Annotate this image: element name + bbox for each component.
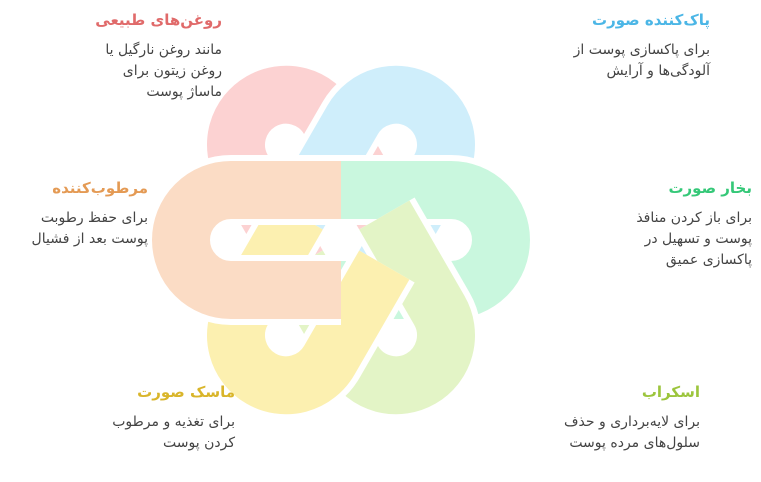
title-face-steam: بخار صورت [668, 179, 752, 197]
loop-face-steam [341, 155, 536, 325]
desc-face-steam: برای باز کردن منافذ پوست و تسهیل در پاکس… [636, 210, 752, 268]
desc-natural-oils: مانند روغن نارگیل یا روغن زیتون برای ماس… [105, 42, 222, 100]
desc-moisturizer: برای حفظ رطوبت پوست بعد از فشیال [31, 210, 148, 247]
loop-moisturizer [146, 155, 341, 325]
item-natural-oils: روغن‌های طبیعی مانند روغن نارگیل یا روغن… [40, 10, 222, 103]
item-face-steam: بخار صورت برای باز کردن منافذ پوست و تسه… [580, 178, 752, 271]
item-scrub: اسکراب برای لایه‌برداری و حذف سلول‌های م… [520, 382, 700, 454]
title-scrub: اسکراب [641, 383, 700, 401]
loop-face-mask [201, 197, 415, 421]
item-face-mask: ماسک صورت برای تغذیه و مرطوب کردن پوست [50, 382, 235, 454]
title-moisturizer: مرطوب‌کننده [52, 179, 148, 197]
desc-scrub: برای لایه‌برداری و حذف سلول‌های مرده پوس… [564, 414, 700, 451]
loop-face-cleanser [267, 59, 481, 283]
desc-face-cleanser: برای پاکسازی پوست از آلودگی‌ها و آرایش [573, 42, 710, 79]
title-natural-oils: روغن‌های طبیعی [95, 11, 222, 29]
loop-scrub [267, 197, 481, 421]
desc-face-mask: برای تغذیه و مرطوب کردن پوست [112, 414, 235, 451]
title-face-mask: ماسک صورت [137, 383, 235, 401]
loop-natural-oils [201, 59, 415, 283]
item-moisturizer: مرطوب‌کننده برای حفظ رطوبت پوست بعد از ف… [5, 178, 148, 250]
title-face-cleanser: پاک‌کننده صورت [592, 11, 710, 29]
item-face-cleanser: پاک‌کننده صورت برای پاکسازی پوست از آلود… [520, 10, 710, 82]
